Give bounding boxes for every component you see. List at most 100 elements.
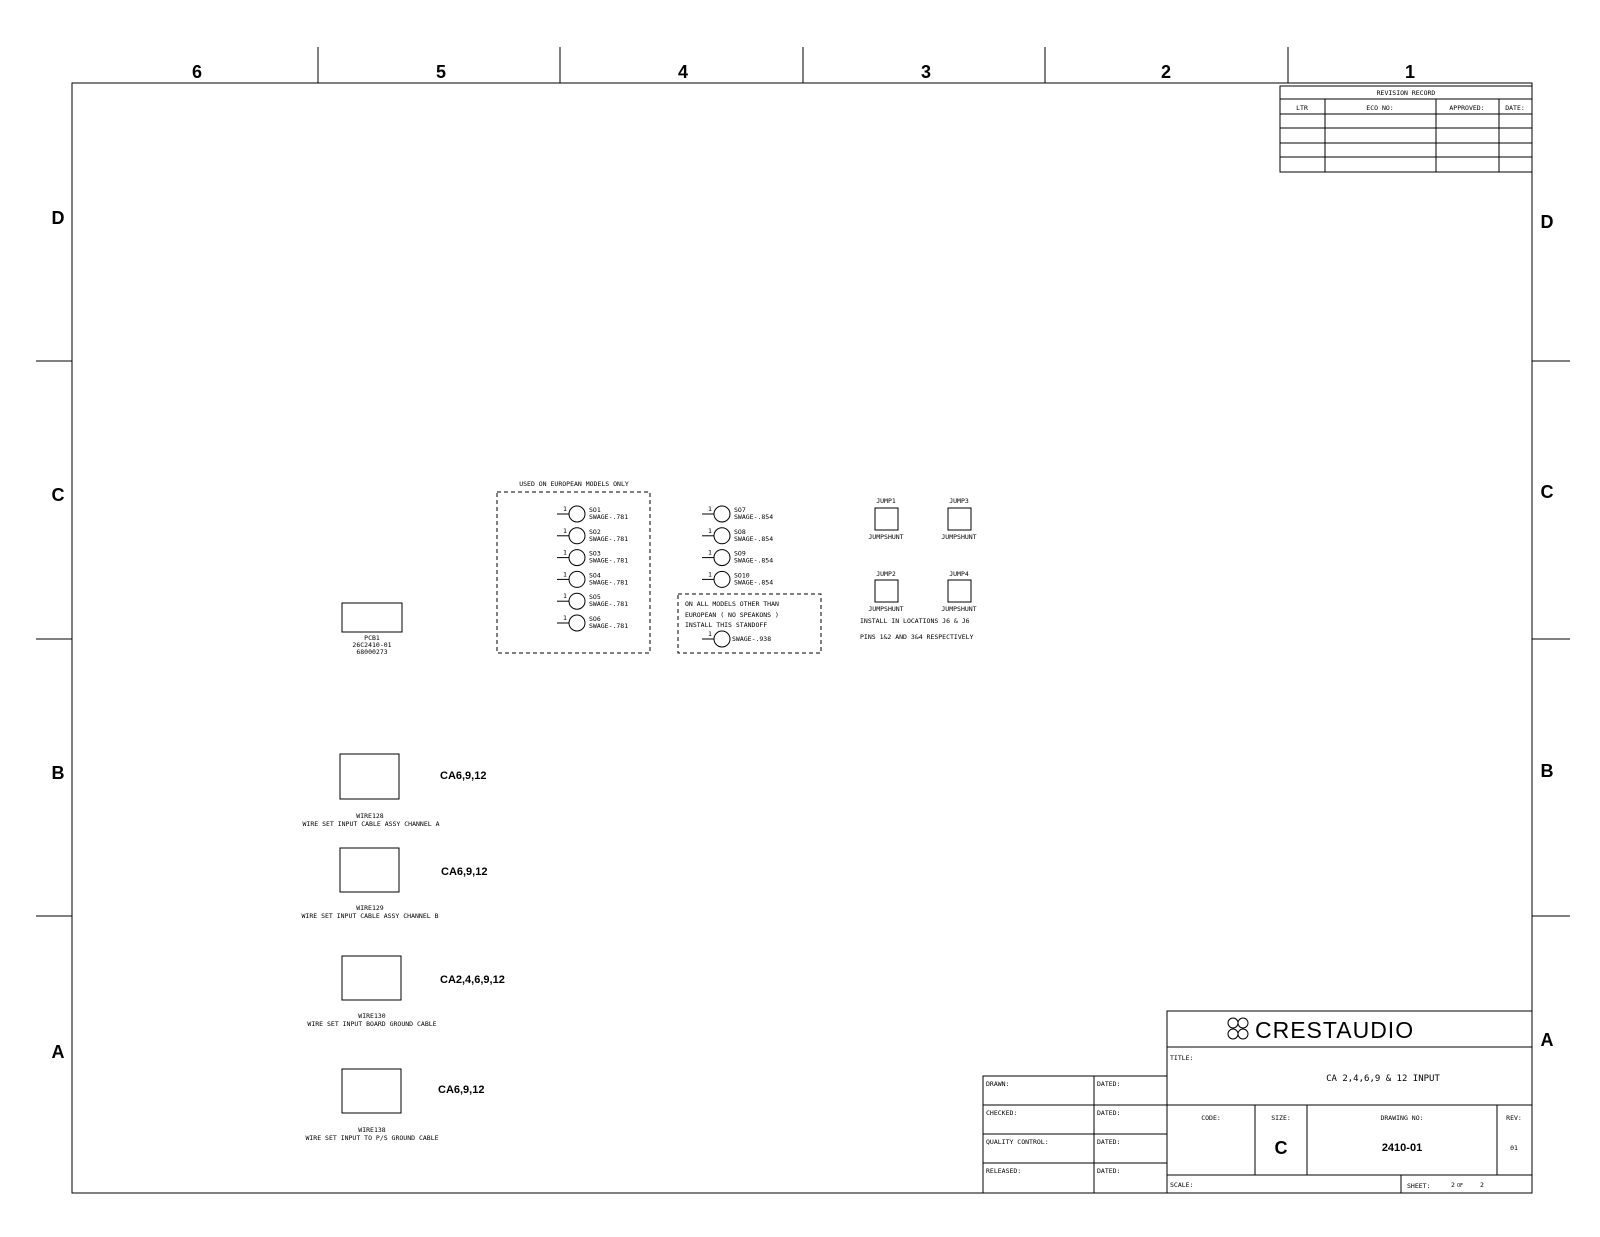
wire128-models: CA6,9,12 bbox=[440, 770, 486, 782]
sheet-number: 2 bbox=[1451, 1181, 1455, 1189]
standoff-symbol bbox=[713, 527, 731, 545]
pcb1-component: PCB1 26C2410-01 68000273 bbox=[341, 602, 403, 656]
jump1-ref: JUMP1 bbox=[876, 497, 896, 505]
revision-record-table: REVISION RECORD LTR ECO NO: APPROVED: DA… bbox=[1279, 85, 1533, 173]
standoff-ref: SO4 bbox=[589, 571, 601, 579]
wire-129: CA6,9,12 WIRE129 WIRE SET INPUT CABLE AS… bbox=[302, 847, 487, 920]
standoff-pin: 1 bbox=[563, 570, 567, 578]
standoff-pin: 1 bbox=[563, 592, 567, 600]
european-group-label: USED ON EUROPEAN MODELS ONLY bbox=[519, 480, 629, 488]
rev-header-eco: ECO NO: bbox=[1366, 104, 1393, 112]
pcb1-part: 26C2410-01 bbox=[352, 641, 391, 649]
standoff-ref: SO9 bbox=[734, 550, 746, 558]
checked-dated-label: DATED: bbox=[1097, 1109, 1120, 1117]
standoff-symbol bbox=[713, 505, 731, 523]
standoff-pin: 1 bbox=[563, 505, 567, 513]
jump2-outline bbox=[874, 579, 899, 603]
wire128-outline bbox=[339, 753, 400, 800]
standoff-ref: SO7 bbox=[734, 506, 746, 514]
wire138-ref: WIRE138 bbox=[358, 1126, 385, 1134]
standoff-value: SWAGE-.781 bbox=[589, 600, 628, 608]
non-european-group-box bbox=[677, 593, 822, 654]
wire129-desc: WIRE SET INPUT CABLE ASSY CHANNEL B bbox=[302, 912, 439, 920]
standoff-value: SWAGE-.781 bbox=[589, 535, 628, 543]
wire129-ref: WIRE129 bbox=[356, 904, 383, 912]
non-european-note-line2: EUROPEAN ( NO SPEAKONS ) bbox=[685, 611, 779, 619]
standoff-value: SWAGE-.781 bbox=[589, 622, 628, 630]
jumper-note-line2: PINS 1&2 AND 3&4 RESPECTIVELY bbox=[860, 633, 974, 641]
released-dated-label: DATED: bbox=[1097, 1167, 1120, 1175]
logo-wordmark: CRESTAUDIO bbox=[1255, 1017, 1414, 1043]
sheet-of: OF bbox=[1457, 1183, 1463, 1189]
wire138-outline bbox=[341, 1068, 402, 1114]
rev-value: 01 bbox=[1510, 1144, 1518, 1152]
standoff-938-value: SWAGE-.938 bbox=[732, 635, 771, 643]
wire-128: CA6,9,12 WIRE128 WIRE SET INPUT CABLE AS… bbox=[303, 753, 486, 828]
standoff-938-symbol bbox=[713, 630, 731, 648]
sheet-total: 2 bbox=[1480, 1181, 1484, 1189]
zone-row-a-left: A bbox=[52, 1042, 65, 1062]
standoff-ref: SO6 bbox=[589, 615, 601, 623]
standoff-pin: 1 bbox=[563, 614, 567, 622]
wire138-models: CA6,9,12 bbox=[438, 1084, 484, 1096]
standoff-symbol bbox=[568, 505, 586, 523]
zone-col-3: 3 bbox=[921, 62, 931, 82]
zone-row-d-left: D bbox=[52, 208, 65, 228]
crest-logo-mark bbox=[1227, 1017, 1249, 1040]
quality-control-label: QUALITY CONTROL: bbox=[986, 1138, 1049, 1146]
zone-col-6: 6 bbox=[192, 62, 202, 82]
rev-header-approved: APPROVED: bbox=[1449, 104, 1484, 112]
checked-label: CHECKED: bbox=[986, 1109, 1017, 1117]
wire130-outline bbox=[341, 955, 402, 1001]
zone-row-b-left: B bbox=[52, 763, 65, 783]
pcb1-outline bbox=[341, 602, 403, 633]
sheet-label: SHEET: bbox=[1407, 1182, 1430, 1190]
drawn-label: DRAWN: bbox=[986, 1080, 1009, 1088]
standoff-pin: 1 bbox=[708, 570, 712, 578]
title-block: DRAWN: DATED: CHECKED: DATED: QUALITY CO… bbox=[982, 1010, 1533, 1194]
standoff-value: SWAGE-.854 bbox=[734, 578, 773, 586]
non-european-standoff-group: ON ALL MODELS OTHER THAN EUROPEAN ( NO S… bbox=[677, 593, 822, 654]
jumper-group: JUMP1 JUMPSHUNT JUMP3 JUMPSHUNT JUMP2 JU… bbox=[860, 497, 977, 641]
zone-row-c-right: C bbox=[1541, 482, 1554, 502]
zone-row-b-right: B bbox=[1541, 761, 1554, 781]
zone-row-a-right: A bbox=[1541, 1030, 1554, 1050]
standoff-symbol bbox=[568, 527, 586, 545]
zone-col-5: 5 bbox=[436, 62, 446, 82]
wire128-ref: WIRE128 bbox=[356, 812, 383, 820]
released-label: RELEASED: bbox=[986, 1167, 1021, 1175]
standoff-ref: SO1 bbox=[589, 506, 601, 514]
zone-row-c-left: C bbox=[52, 485, 65, 505]
standoff-ref: SO3 bbox=[589, 550, 601, 558]
drawn-dated-label: DATED: bbox=[1097, 1080, 1120, 1088]
jump3-ref: JUMP3 bbox=[949, 497, 969, 505]
standoff-pin: 1 bbox=[708, 505, 712, 513]
wire129-models: CA6,9,12 bbox=[441, 866, 487, 878]
wire130-ref: WIRE130 bbox=[358, 1012, 385, 1020]
jump4-value: JUMPSHUNT bbox=[941, 605, 976, 613]
revision-record-title: REVISION RECORD bbox=[1377, 89, 1436, 97]
european-group-box bbox=[496, 491, 651, 654]
standoff-pin: 1 bbox=[563, 527, 567, 535]
drawing-title: CA 2,4,6,9 & 12 INPUT bbox=[1326, 1074, 1440, 1084]
wire138-desc: WIRE SET INPUT TO P/S GROUND CABLE bbox=[305, 1134, 438, 1142]
standoff-value: SWAGE-.781 bbox=[589, 513, 628, 521]
jump2-value: JUMPSHUNT bbox=[868, 605, 903, 613]
standoff-symbol bbox=[568, 549, 586, 567]
zone-col-4: 4 bbox=[678, 62, 688, 82]
standoff-symbol bbox=[568, 614, 586, 632]
non-european-note-line1: ON ALL MODELS OTHER THAN bbox=[685, 600, 779, 608]
pcb1-ref: PCB1 bbox=[364, 634, 380, 642]
jump1-outline bbox=[874, 507, 899, 531]
